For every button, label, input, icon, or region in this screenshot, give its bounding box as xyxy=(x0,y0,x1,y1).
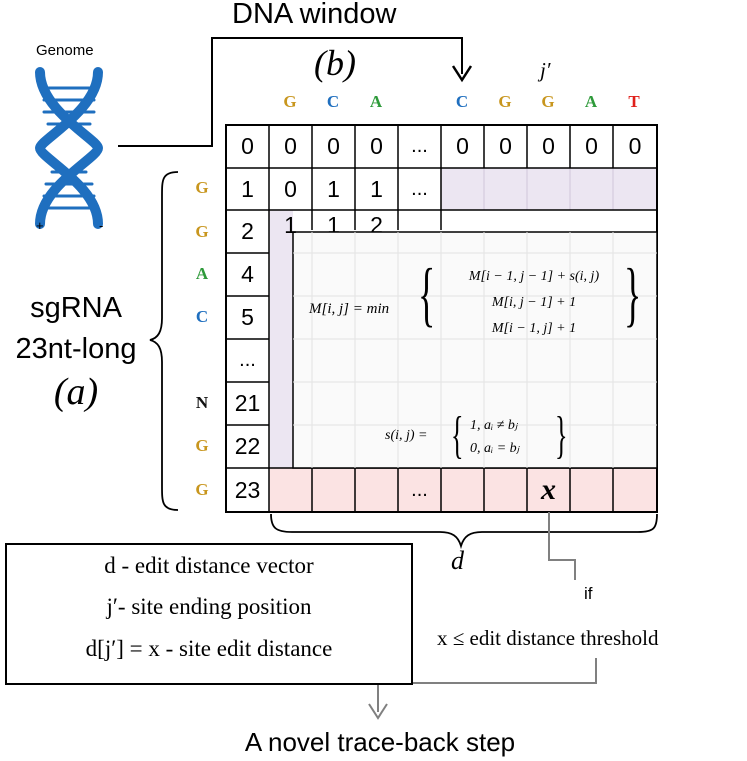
m-formula-case3: M[i − 1, j] + 1 xyxy=(491,321,577,336)
dna-base: C xyxy=(455,92,469,111)
dna-base: G xyxy=(283,92,297,111)
s-formula-lhs: s(i, j) = xyxy=(385,428,428,443)
matrix-cell-r1-c2: 1 xyxy=(327,175,340,202)
matrix-index-cell: 4 xyxy=(241,261,254,287)
matrix-cell-r0-c6: 0 xyxy=(499,133,512,159)
d-vector-label: d xyxy=(451,546,464,575)
sgrna-base: G xyxy=(195,436,209,455)
sgrna-base: G xyxy=(195,222,209,241)
s-formula-case2: 0, aᵢ = bⱼ xyxy=(470,441,520,456)
matrix-cell-r0-c0: 0 xyxy=(241,133,254,159)
m-formula-lhs: M[i, j] = min xyxy=(309,301,390,317)
purple-region-top xyxy=(441,168,657,210)
dna-base: T xyxy=(628,92,640,111)
matrix-index-cell: 23 xyxy=(234,476,261,503)
s-formula-close-brace: } xyxy=(555,407,568,464)
matrix-cell-r0-c5: 0 xyxy=(456,133,469,159)
if-label: if xyxy=(584,584,593,603)
dna-base: G xyxy=(541,92,555,111)
genome-plus-sign: + xyxy=(36,218,44,233)
legend-line-d: d - edit distance vector xyxy=(104,553,314,578)
dna-window-title: DNA window xyxy=(232,0,397,30)
m-formula-case1: M[i − 1, j − 1] + s(i, j) xyxy=(468,269,600,284)
label-a: (a) xyxy=(53,371,99,413)
dna-base: A xyxy=(584,92,598,111)
matrix-cell-r0-c4: ... xyxy=(411,135,428,157)
matrix-cell-r1-c4: ... xyxy=(411,177,428,200)
sgrna-base: N xyxy=(195,393,209,412)
matrix-cell-r1-c3: 1 xyxy=(370,175,383,202)
dna-base: A xyxy=(369,92,383,111)
s-formula-case1: 1, aᵢ ≠ bⱼ xyxy=(470,418,518,433)
j-prime-label: j′ xyxy=(540,58,551,82)
legend-line-j-prime: j′- site ending position xyxy=(106,594,312,619)
x-cell: x xyxy=(541,473,556,506)
trace-back-step-label: A novel trace-back step xyxy=(244,727,516,757)
matrix-cell-r0-c8: 0 xyxy=(585,133,598,159)
sgrna-label: sgRNA xyxy=(30,292,122,324)
matrix-index-cell: ... xyxy=(239,349,256,371)
sgrna-base: G xyxy=(195,178,209,197)
matrix-index-cell: 22 xyxy=(234,433,261,459)
m-formula-case2: M[i, j − 1] + 1 xyxy=(491,295,577,310)
m-formula-open-brace: { xyxy=(418,254,436,334)
sgrna-length-label: 23nt-long xyxy=(15,333,137,365)
sgrna-base: C xyxy=(195,307,209,326)
sgrna-base: A xyxy=(195,264,209,283)
pink-region-bottom xyxy=(269,468,657,512)
s-formula-open-brace: { xyxy=(451,407,464,464)
dna-base: C xyxy=(326,92,340,111)
matrix-cell-r0-c1: 0 xyxy=(284,133,297,159)
matrix-cell-r0-c3: 0 xyxy=(370,133,383,159)
matrix-cell-r0-c9: 0 xyxy=(628,133,642,159)
dna-base: G xyxy=(498,92,512,111)
m-formula-close-brace: } xyxy=(624,254,642,334)
matrix-index-cell: 2 xyxy=(241,218,254,244)
label-b: (b) xyxy=(314,43,356,83)
matrix-cell-r2-c1: 1 xyxy=(284,212,297,238)
purple-region-left xyxy=(269,210,293,468)
matrix-cell-r0-c2: 0 xyxy=(327,133,340,159)
matrix-cell-r2-c3: 2 xyxy=(370,212,383,232)
threshold-condition: x ≤ edit distance threshold xyxy=(437,626,659,650)
matrix-cell-r0-c7: 0 xyxy=(542,133,555,159)
legend-line-site-distance: d[j′] = x - site edit distance xyxy=(85,636,333,661)
matrix-cell-r1-c1: 0 xyxy=(284,175,297,202)
genome-minus-sign: - xyxy=(99,218,104,233)
sgrna-base: G xyxy=(195,480,209,499)
matrix-index-cell: 1 xyxy=(241,175,254,202)
genome-label: Genome xyxy=(36,42,94,59)
matrix-cell-r2-c2: 1 xyxy=(327,212,340,232)
matrix-index-cell: 5 xyxy=(241,304,254,330)
matrix-cell-last-ellipsis: ... xyxy=(411,478,428,501)
matrix-index-cell: 21 xyxy=(234,390,261,416)
